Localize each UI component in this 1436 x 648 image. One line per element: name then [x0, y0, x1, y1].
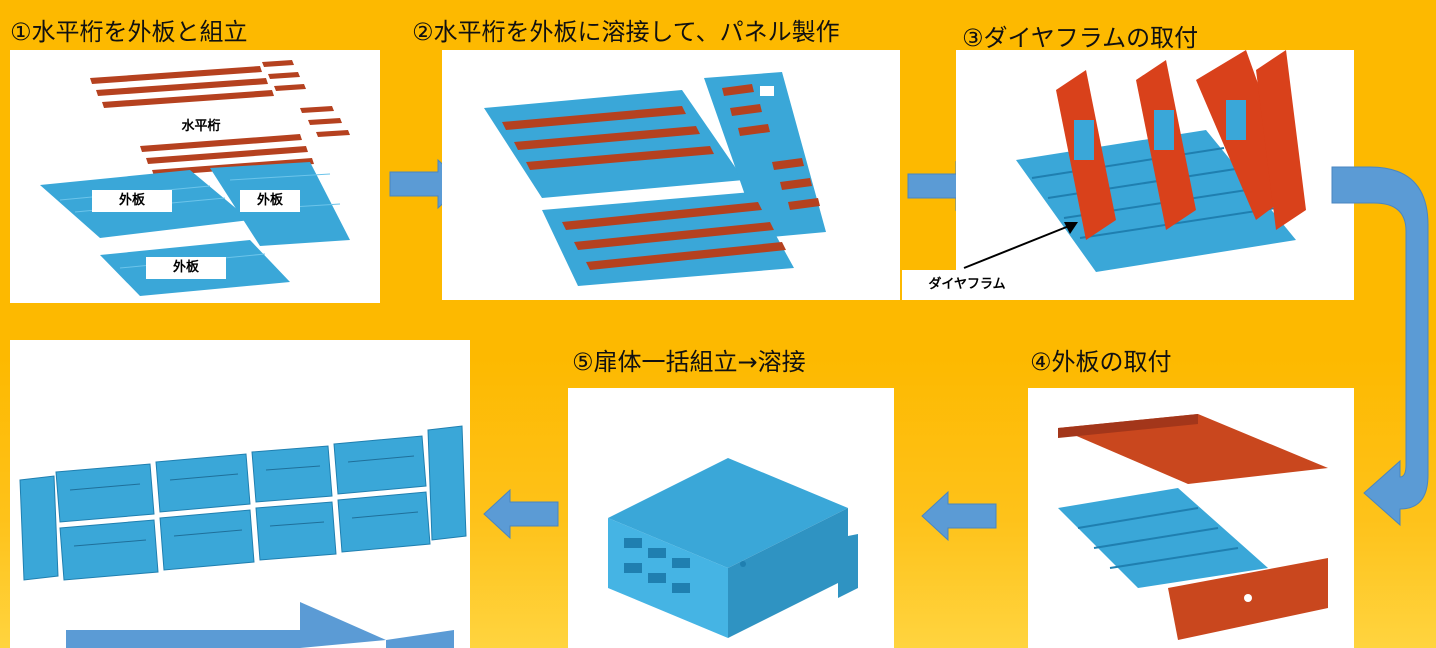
arrow-left-icon — [921, 490, 997, 542]
skin-plate-label-3: 外板 — [146, 257, 226, 279]
diaphragm-pointer-arrow — [963, 222, 1078, 269]
step-3-image — [956, 50, 1354, 300]
skin-plate-label-2: 外板 — [240, 190, 300, 212]
step-5-title: ⑤扉体一括組立→溶接 — [572, 348, 806, 376]
step-3-title: ③ダイヤフラムの取付 — [962, 24, 1199, 52]
gate-blocks-drawing — [19, 425, 467, 648]
u-turn-arrow-icon — [1331, 166, 1429, 527]
step-5-image — [568, 388, 894, 648]
step-1-image: 水平桁 外板 外板 外板 — [10, 50, 380, 303]
gate-leaf-drawing — [608, 458, 858, 638]
diaphragm-label: ダイヤフラム — [902, 270, 1032, 300]
step-4-title: ④外板の取付 — [1030, 348, 1172, 376]
step-2-image — [442, 50, 900, 300]
step-1-title: ①水平桁を外板と組立 — [10, 18, 248, 46]
skin-plate-attachment-drawing — [1058, 414, 1328, 640]
step-2-title: ②水平桁を外板に溶接して、パネル製作 — [412, 18, 840, 46]
diaphragm-drawing — [1016, 50, 1306, 272]
horizontal-girder-label: 水平桁 — [181, 119, 221, 134]
arrow-left-icon-2 — [483, 488, 559, 540]
skin-plate-label-1: 外板 — [92, 190, 172, 212]
step-6-image — [10, 340, 470, 648]
welded-panels-drawing — [484, 72, 826, 286]
step-4-image — [1028, 388, 1354, 648]
